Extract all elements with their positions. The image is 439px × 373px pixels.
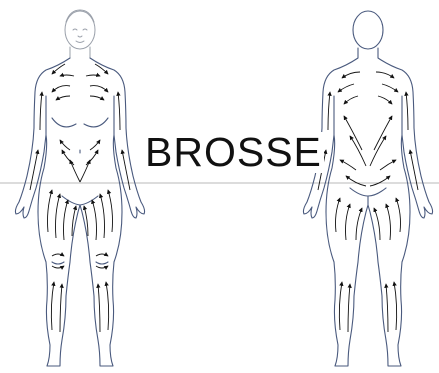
front-figure	[15, 10, 144, 366]
brosse-title: BROSSE	[143, 132, 324, 173]
front-body-outline	[15, 58, 144, 366]
front-head	[65, 10, 95, 58]
front-brush-arrows	[30, 64, 130, 332]
back-body-outline	[303, 48, 432, 366]
back-figure	[303, 11, 432, 366]
back-head	[353, 11, 383, 49]
